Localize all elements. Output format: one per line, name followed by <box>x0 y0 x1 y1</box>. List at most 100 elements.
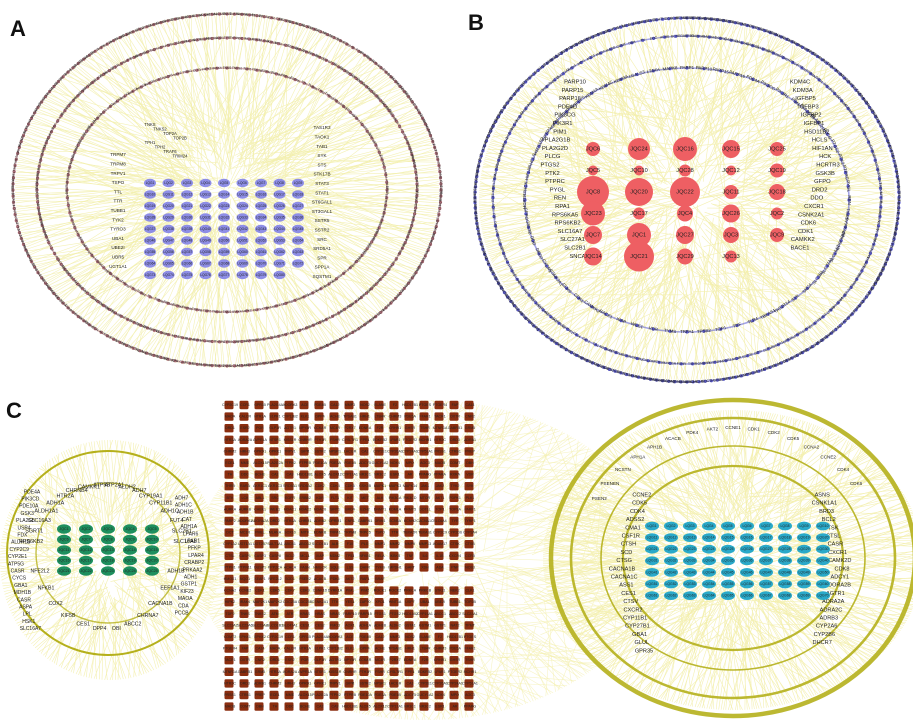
compound-label: JQC15 <box>146 548 157 552</box>
target-label: BCHE <box>671 34 681 39</box>
target-label: TSPO <box>375 531 385 535</box>
compound-label: LQG66 <box>182 261 193 265</box>
hub-label: SPP1A <box>315 265 331 270</box>
compound-label: LQG6 <box>238 181 247 185</box>
target-label: JAK2 <box>436 484 445 488</box>
target-label: ALOX15 <box>253 461 267 465</box>
compound-label: LQG5 <box>220 181 229 185</box>
target-label: ADORA1 <box>238 519 253 523</box>
compound-label: JQC11 <box>59 548 70 552</box>
target-label: HTR1A <box>254 415 266 419</box>
target-label: PIK3CD <box>21 497 39 503</box>
target-label: ADA <box>436 565 444 569</box>
target-label: HTR2C <box>434 438 446 442</box>
target-label: GBA1 <box>14 583 28 589</box>
target-label: KDM4C <box>790 80 810 86</box>
hub-label: STS <box>318 162 327 167</box>
target-label: CRABP2 <box>184 560 204 566</box>
hub-label: TAOK1 <box>315 135 330 140</box>
target-label: MLANA <box>269 531 282 535</box>
hub-label: TRPM7 <box>110 152 126 157</box>
target-label: HIF1AN <box>812 146 833 152</box>
target-label: PTH1R <box>314 438 326 442</box>
target-label: SULT1A1 <box>267 542 282 546</box>
target-label: LPL <box>23 612 32 618</box>
target-label: GABRA1 <box>358 519 373 523</box>
target-label: PYGL <box>550 187 566 193</box>
target-label: PTPN2 <box>284 461 296 465</box>
target-label: WEE1 <box>270 507 280 511</box>
target-label: CTSK <box>450 542 460 546</box>
hub-label: STAT3 <box>315 181 329 186</box>
compound-label: LQG39 <box>182 227 193 231</box>
hub-label: STAT1 <box>315 190 329 195</box>
target-label: MME <box>241 461 250 465</box>
compound-label: LQG76 <box>200 273 211 277</box>
target-label: ABL1 <box>256 496 265 500</box>
target-label: PARP15 <box>562 88 584 94</box>
target-label: PDE10A <box>313 461 327 465</box>
target-label: RELA <box>375 554 385 558</box>
target-label: CDK6 <box>801 221 816 227</box>
target-label: ADH7 <box>175 495 189 501</box>
compound-label: JQC8 <box>103 537 112 541</box>
target-label: FSHR <box>677 362 687 366</box>
target-label: PTGS2 <box>540 163 559 169</box>
compound-label: LQG74 <box>163 273 174 277</box>
target-label: DPP4 <box>93 626 107 632</box>
target-label: CA9 <box>287 473 294 477</box>
hub-label: TRPV1 <box>111 171 126 176</box>
target-label: TNKS2 <box>232 66 243 71</box>
target-label: IRAK4 <box>232 309 242 314</box>
compound-label: LQG24 <box>237 204 248 208</box>
target-label: AKT1 <box>436 496 445 500</box>
target-label: HSK1 <box>22 619 35 625</box>
compound-label: LQG11 <box>163 192 173 196</box>
target-label: ADCY5 <box>359 461 371 465</box>
target-label: DDO <box>810 196 823 202</box>
target-label: BCL2 <box>286 554 295 558</box>
target-label: VDR <box>466 473 474 477</box>
hub-label: SYK <box>317 153 327 158</box>
target-label: LHCGR <box>344 449 357 453</box>
target-label: TSHR <box>688 362 698 366</box>
target-label: ATM <box>66 202 71 209</box>
target-label: IL6 <box>423 554 428 558</box>
target-label: GART <box>405 565 416 569</box>
target-label: SRC <box>271 496 279 500</box>
compound-label: JQC8 <box>586 189 600 195</box>
target-label: TRPA1 <box>680 329 694 334</box>
target-label: SLCO1B1 <box>312 542 328 546</box>
target-label: TH <box>709 378 715 383</box>
target-label: UGT2B7 <box>253 542 267 546</box>
hub-label: TAB1 <box>316 144 328 149</box>
compound-label: LQG80 <box>274 273 285 277</box>
target-label: GRM5 <box>465 426 475 430</box>
target-label: PARP1 <box>464 507 476 511</box>
compound-label: JQC17 <box>80 558 91 562</box>
compound-label: LQG17 <box>274 192 285 196</box>
target-label: PTGER4 <box>433 403 447 407</box>
compound-label: LQG10 <box>145 192 156 196</box>
target-label: TP53 <box>346 554 355 558</box>
compound-label: LQG15 <box>237 192 248 196</box>
target-label: NOX4 <box>390 461 400 465</box>
target-label: SOD1 <box>285 577 295 581</box>
target-label: TYRP1 <box>214 340 225 344</box>
target-label: MTNR1A <box>433 426 448 430</box>
target-label: CYP17A1 <box>342 473 358 477</box>
target-label: TSHR <box>420 426 430 430</box>
target-label: EZH2 <box>360 507 369 511</box>
target-label: CHRM2 <box>224 449 237 453</box>
compound-label: LQG45 <box>293 227 304 231</box>
target-label: SOX10 <box>284 531 296 535</box>
compound-label: LQG7 <box>257 181 266 185</box>
compound-label: LQG63 <box>293 250 304 254</box>
target-label: AOC3 <box>420 461 430 465</box>
target-label: PFKP <box>188 546 202 552</box>
target-label: DRD2 <box>270 519 280 523</box>
panel-a-letter: A <box>10 16 26 41</box>
compound-label: JQC16 <box>676 146 693 152</box>
target-label: DCT <box>226 531 234 535</box>
compound-label: JQC18 <box>768 189 785 195</box>
